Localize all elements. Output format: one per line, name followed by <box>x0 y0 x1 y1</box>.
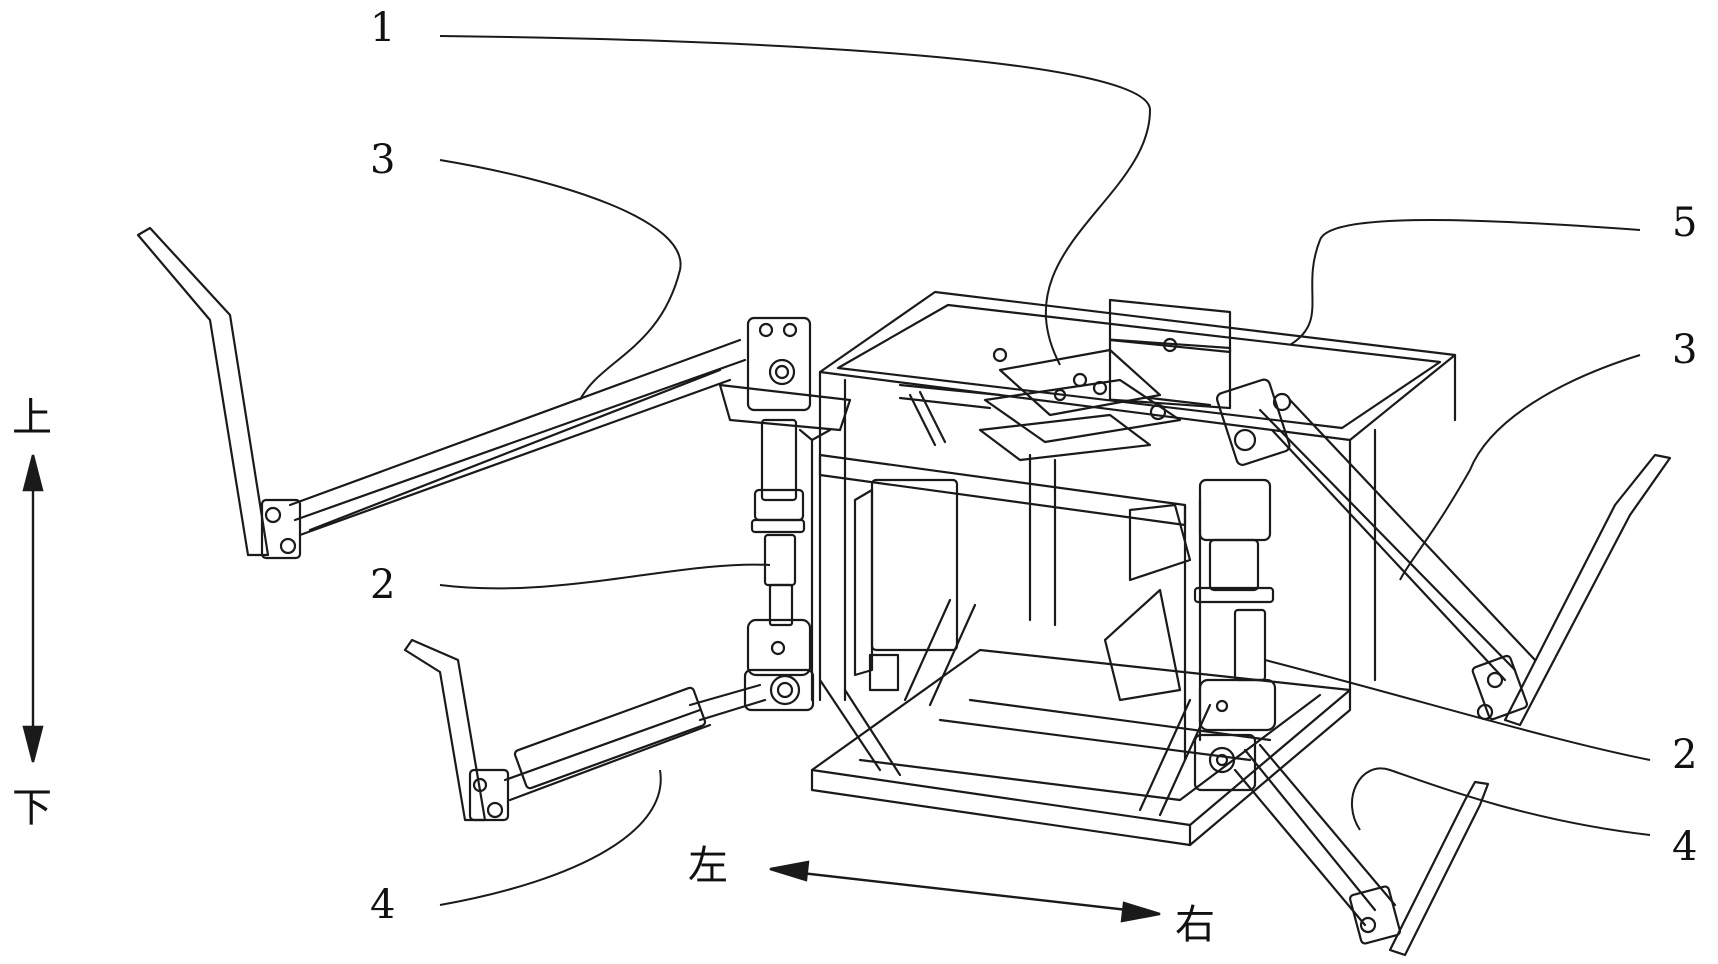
left-actuator <box>745 420 957 710</box>
right-arrow-head <box>1122 903 1160 921</box>
direction-label-left: 左 <box>688 846 728 886</box>
down-arrow-head <box>24 727 42 762</box>
direction-arrows <box>24 455 1160 921</box>
top-module <box>900 300 1230 460</box>
left-upper-leg <box>138 228 850 558</box>
direction-label-down: 下 <box>12 788 52 828</box>
leader-2-left <box>440 565 770 589</box>
leader-4-left <box>440 770 661 905</box>
leader-2-right <box>1265 660 1650 760</box>
right-lower-leg <box>1195 735 1488 955</box>
callout-label-2-left: 2 <box>370 565 395 605</box>
central-frame <box>812 292 1455 845</box>
leader-3-right <box>1400 355 1640 580</box>
callout-label-3-right: 3 <box>1672 330 1697 370</box>
leader-5 <box>1290 220 1640 345</box>
callout-label-5: 5 <box>1672 203 1697 243</box>
horizontal-arrow-shaft <box>784 871 1145 912</box>
up-arrow-head <box>24 455 42 490</box>
direction-label-right: 右 <box>1175 905 1215 945</box>
callout-label-1: 1 <box>370 8 395 48</box>
leader-3-left <box>440 160 681 400</box>
callout-label-3-left: 3 <box>370 140 395 180</box>
callout-label-4-left: 4 <box>370 885 395 925</box>
left-arrow-head <box>770 862 808 880</box>
callout-label-2-right: 2 <box>1672 735 1697 775</box>
direction-label-up: 上 <box>12 398 52 438</box>
leader-4-right <box>1352 768 1650 835</box>
leader-lines <box>440 36 1650 905</box>
callout-label-4-right: 4 <box>1672 827 1697 867</box>
left-lower-leg <box>405 640 765 820</box>
